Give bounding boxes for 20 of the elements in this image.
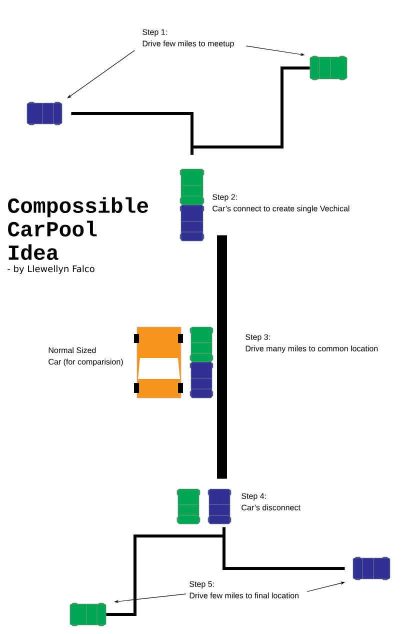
road-line — [190, 66, 310, 155]
car — [352, 556, 390, 580]
comparison-note: Normal Sized Car (for comparision) — [48, 347, 123, 366]
car — [26, 102, 62, 126]
step-note: Step 2: Car’s connect to create single Vechical — [212, 194, 350, 213]
step-note: Step 3: Drive many miles to common location — [246, 334, 378, 353]
car — [310, 56, 348, 80]
car — [176, 488, 200, 524]
car — [70, 602, 106, 626]
step-note: Step 5: Drive few miles to final location — [190, 581, 298, 598]
car — [208, 488, 232, 524]
joined-cars — [180, 168, 204, 242]
byline: - by Llewellyn Falco — [8, 265, 94, 274]
joined-cars — [190, 326, 214, 398]
step-note: Step 1: Drive few miles to meetup — [142, 29, 234, 48]
car — [134, 326, 183, 398]
step-note: Step 4: Car’s disconnect — [242, 493, 300, 510]
road-line — [217, 235, 227, 479]
title: Compossible CarPool Idea — [8, 197, 148, 260]
road-line — [222, 527, 345, 570]
